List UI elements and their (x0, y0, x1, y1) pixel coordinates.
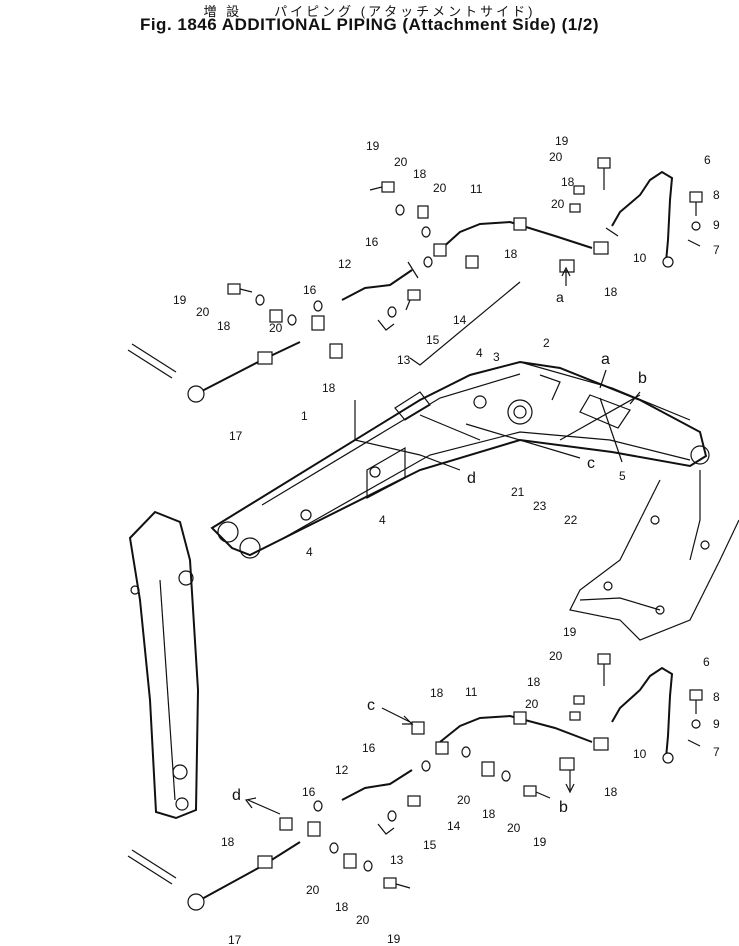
marker-c: c (367, 697, 375, 714)
callout-9: 9 (713, 717, 720, 731)
upper-piping (127, 157, 703, 471)
callout-19: 19 (563, 625, 577, 639)
callout-18: 18 (335, 900, 349, 914)
callout-12: 12 (338, 257, 352, 271)
callout-18: 18 (561, 175, 575, 189)
callout-18: 18 (504, 247, 518, 261)
callout-10: 10 (633, 747, 647, 761)
callout-14: 14 (453, 313, 467, 327)
callout-19: 19 (366, 139, 380, 153)
marker-a: a (601, 351, 610, 368)
callout-17: 17 (228, 933, 242, 946)
callout-18: 18 (604, 285, 618, 299)
callout-16: 16 (365, 235, 379, 249)
callout-11: 11 (470, 182, 483, 196)
boom-assembly (210, 360, 710, 559)
callout-20: 20 (549, 150, 563, 164)
callout-21: 21 (511, 485, 525, 499)
callout-12: 12 (335, 763, 349, 777)
callout-20: 20 (356, 913, 370, 927)
callout-18: 18 (430, 686, 444, 700)
callout-19: 19 (387, 932, 401, 946)
callout-20: 20 (433, 181, 447, 195)
title-english: Fig. 1846 ADDITIONAL PIPING (Attachment … (139, 15, 600, 34)
part-callouts: 19 20 6 19 20 18 20 11 18 20 8 9 7 16 18… (173, 134, 720, 946)
callout-20: 20 (196, 305, 210, 319)
callout-18: 18 (482, 807, 496, 821)
callout-6: 6 (703, 655, 710, 669)
callout-8: 8 (713, 188, 720, 202)
marker-d: d (467, 470, 476, 487)
callout-9: 9 (713, 218, 720, 232)
callout-20: 20 (551, 197, 565, 211)
callout-20: 20 (394, 155, 408, 169)
callout-4: 4 (476, 346, 483, 360)
callout-3: 3 (493, 350, 500, 364)
callout-20: 20 (457, 793, 471, 807)
callout-19: 19 (173, 293, 187, 307)
callout-10: 10 (633, 251, 647, 265)
callout-20: 20 (269, 321, 283, 335)
callout-20: 20 (306, 883, 320, 897)
callout-22: 22 (564, 513, 578, 527)
callout-15: 15 (423, 838, 437, 852)
callout-18: 18 (322, 381, 336, 395)
callout-18: 18 (604, 785, 618, 799)
arm-assembly (128, 510, 200, 820)
callout-23: 23 (533, 499, 547, 513)
callout-16: 16 (302, 785, 316, 799)
marker-b: b (638, 370, 647, 387)
callout-19: 19 (533, 835, 547, 849)
title-japanese: 増 設 パイピング (アタッチメントサイド) (203, 4, 536, 19)
callout-8: 8 (713, 690, 720, 704)
callout-5: 5 (619, 469, 626, 483)
callout-18: 18 (217, 319, 231, 333)
callout-20: 20 (549, 649, 563, 663)
callout-18: 18 (527, 675, 541, 689)
view-arrows (244, 266, 641, 815)
callout-16: 16 (303, 283, 317, 297)
callout-13: 13 (390, 853, 404, 867)
callout-11: 11 (465, 685, 478, 699)
marker-d: d (232, 787, 241, 804)
frame-assembly (569, 470, 739, 641)
callout-20: 20 (525, 697, 539, 711)
callout-17: 17 (229, 429, 243, 443)
callout-6: 6 (704, 153, 711, 167)
marker-b: b (559, 799, 568, 816)
marker-a: a (556, 289, 564, 305)
marker-c: c (587, 455, 595, 472)
callout-7: 7 (713, 243, 720, 257)
callout-20: 20 (507, 821, 521, 835)
callout-18: 18 (221, 835, 235, 849)
callout-1: 1 (301, 409, 308, 423)
callout-2: 2 (543, 336, 550, 350)
callout-16: 16 (362, 741, 376, 755)
callout-4: 4 (379, 513, 386, 527)
callout-13: 13 (397, 353, 411, 367)
callout-18: 18 (413, 167, 427, 181)
callout-7: 7 (713, 745, 720, 759)
callout-15: 15 (426, 333, 440, 347)
callout-14: 14 (447, 819, 461, 833)
callout-4: 4 (306, 545, 313, 559)
callout-19: 19 (555, 134, 569, 148)
lower-piping (127, 653, 703, 911)
